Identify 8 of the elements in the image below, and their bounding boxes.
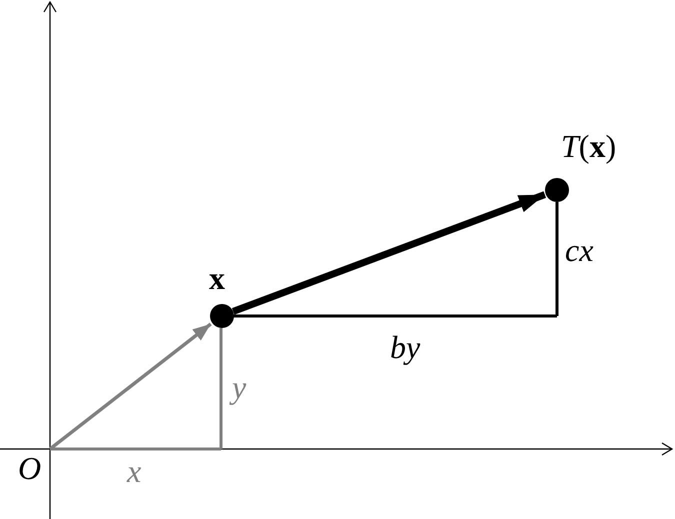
component-label: by	[390, 331, 420, 363]
vector-arrow	[232, 191, 546, 315]
component-label: cx	[565, 234, 594, 266]
component-label: x	[127, 455, 142, 487]
point-label: T(x)	[561, 130, 616, 162]
vector-arrow	[48, 322, 212, 450]
origin-label: O	[18, 452, 42, 484]
point-label: x	[209, 262, 225, 294]
